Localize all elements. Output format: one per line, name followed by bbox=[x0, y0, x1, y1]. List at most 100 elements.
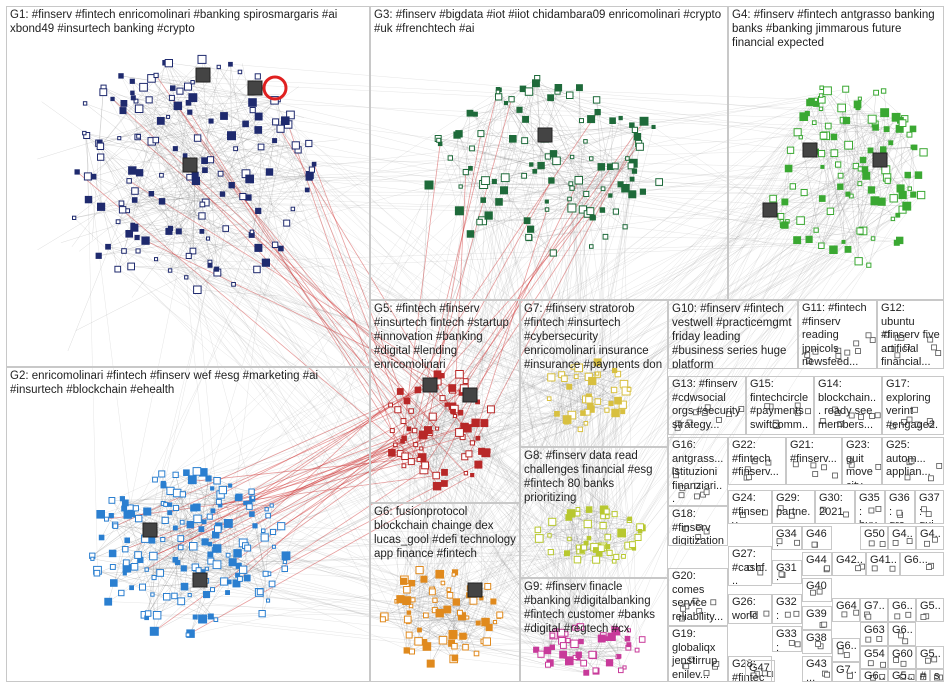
group-label: G35: buy... bbox=[859, 492, 882, 524]
group-panel-g22: G22: #fintech #finserv... bbox=[728, 437, 786, 485]
group-label: G63... bbox=[864, 624, 885, 646]
group-panel-g5z: G5... bbox=[888, 668, 916, 682]
group-panel-g21: G21: #finserv... bbox=[786, 437, 842, 485]
group-panel-g8: G8: #finserv data read challenges financ… bbox=[520, 447, 668, 578]
group-panel-g50: G50... bbox=[860, 526, 888, 550]
group-label: G4... bbox=[892, 528, 913, 550]
group-label: G12: ubuntu #finserv five artificial fin… bbox=[881, 302, 941, 369]
group-panel-g41: G41... bbox=[866, 552, 900, 576]
group-label: G5... bbox=[920, 600, 941, 622]
group-panel-g5y: G5... bbox=[916, 646, 944, 670]
group-label: G41... bbox=[870, 554, 897, 576]
group-label: #f... bbox=[920, 670, 927, 682]
group-label: G4... bbox=[920, 528, 941, 550]
group-panel-g31: G31: #fin... bbox=[772, 560, 802, 584]
group-label: G15: fintechcircle #payments swiftcomm..… bbox=[750, 378, 811, 435]
group-label: G5... bbox=[892, 670, 913, 682]
group-panel-g44: G44... bbox=[802, 552, 832, 576]
group-panel-g4x: G4... bbox=[888, 526, 916, 550]
group-panel-g43: G43... bbox=[802, 656, 832, 682]
group-label: G7: #finserv stratorob #fintech #insurte… bbox=[524, 302, 665, 372]
group-label: G5: #fintech #finserv #insurtech fintech… bbox=[374, 302, 517, 372]
group-label: G6... bbox=[864, 670, 885, 682]
group-label: G27: #cashf... #cash... bbox=[732, 548, 769, 586]
group-label: G25: autom... applian... bbox=[886, 439, 941, 480]
group-panel-g60: G60... bbox=[888, 646, 916, 670]
group-panel-g6z: G6... bbox=[888, 622, 916, 646]
group-panel-g5x: G5... bbox=[916, 598, 944, 622]
group-label: G36: gre... bbox=[889, 492, 912, 524]
group-label: G13: #finserv #cdwsocial orgs #security … bbox=[672, 378, 743, 432]
group-panel-g38: G38... bbox=[802, 630, 832, 654]
group-panel-g29: G29: partne... bbox=[772, 490, 815, 524]
group-label: G7... bbox=[864, 600, 885, 622]
group-panel-g7: G7: #finserv stratorob #fintech #insurte… bbox=[520, 300, 668, 447]
group-panel-g39: G39... bbox=[802, 606, 832, 630]
group-label: G30: 2021 ... bbox=[819, 492, 852, 524]
group-panel-g5w: s... bbox=[930, 668, 944, 682]
group-panel-g11: G11: #fintech #finserv reading jpnicols … bbox=[798, 300, 877, 369]
group-label: G11: #fintech #finserv reading jpnicols … bbox=[802, 302, 874, 369]
group-label: G29: partne... bbox=[776, 492, 812, 524]
group-label: G7... bbox=[836, 664, 857, 682]
group-label: G6: fusionprotocol blockchain chainge de… bbox=[374, 505, 517, 561]
group-label: G1: #finserv #fintech enricomolinari #ba… bbox=[10, 8, 367, 36]
group-panel-g24: G24: #finserv miss... bbox=[728, 490, 772, 524]
group-label: G17: exploring verint #engage2... bbox=[886, 378, 941, 435]
group-label: G14: blockchain... ready see members... bbox=[818, 378, 879, 432]
group-label: G6... bbox=[836, 640, 857, 662]
group-panel-g6w: G6... bbox=[832, 638, 860, 662]
group-label: s... bbox=[934, 670, 941, 682]
group-label: G47... bbox=[749, 662, 772, 682]
group-label: G6... bbox=[904, 554, 941, 568]
group-panel-g30: G30: 2021 ... bbox=[815, 490, 855, 524]
group-panel-g3: G3: #finserv #bigdata #iot #iiot chidamb… bbox=[370, 6, 728, 300]
group-label: G31: #fin... bbox=[776, 562, 799, 584]
group-panel-g9: G9: #finserv finacle #banking #digitalba… bbox=[520, 578, 668, 682]
group-panel-g18: G18: #finserv digitization everythin... bbox=[668, 506, 728, 546]
group-label: G18: #finserv digitization everythin... bbox=[672, 508, 725, 546]
group-panel-g14: G14: blockchain... ready see members... bbox=[814, 376, 882, 435]
group-label: G23: quit move city bankers... bbox=[846, 439, 879, 485]
group-label: G3: #finserv #bigdata #iot #iiot chidamb… bbox=[374, 8, 725, 36]
group-panel-g64: G64... bbox=[832, 598, 860, 622]
group-label: G46... bbox=[806, 528, 829, 550]
group-panel-g34: G34: #fin... bbox=[772, 526, 802, 550]
group-label: G32: esg... bbox=[776, 596, 799, 624]
group-label: G60... bbox=[892, 648, 913, 670]
group-label: G2: enricomolinari #fintech #finserv wef… bbox=[10, 369, 367, 397]
group-panel-g12: G12: ubuntu #finserv five artificial fin… bbox=[877, 300, 944, 369]
group-panel-g27: G27: #cashf... #cash... bbox=[728, 546, 772, 586]
group-panel-g63: G63... bbox=[860, 622, 888, 646]
group-label: G22: #fintech #finserv... bbox=[732, 439, 783, 480]
group-panel-g19: G19: globaliqx jenstirrup enilev... bbox=[668, 626, 728, 682]
group-label: G24: #finserv miss... bbox=[732, 492, 769, 524]
group-label: G9: #finserv finacle #banking #digitalba… bbox=[524, 580, 665, 636]
group-panel-g16: G16: antgrass... istituzioni finanziari.… bbox=[668, 437, 728, 506]
group-panel-g10: G10: #finserv #fintech vestwell #practic… bbox=[668, 300, 798, 369]
group-panel-g6: G6: fusionprotocol blockchain chainge de… bbox=[370, 503, 520, 682]
group-panel-g42: G42... bbox=[832, 552, 866, 576]
group-panel-g5: G5: #fintech #finserv #insurtech fintech… bbox=[370, 300, 520, 503]
group-label: G6... bbox=[892, 600, 913, 622]
group-panel-g23: G23: quit move city bankers... bbox=[842, 437, 882, 485]
group-label: G4: #finserv #fintech antgrasso banking … bbox=[732, 8, 941, 50]
group-panel-g37: G37: gui... bbox=[915, 490, 944, 524]
group-label: G8: #finserv data read challenges financ… bbox=[524, 449, 665, 505]
group-panel-g6x: G6... bbox=[900, 552, 944, 576]
group-panel-g2: G2: enricomolinari #fintech #finserv wef… bbox=[6, 367, 370, 682]
group-panel-g1: G1: #finserv #fintech enricomolinari #ba… bbox=[6, 6, 370, 367]
group-label: G20: comes service reliability... bbox=[672, 570, 725, 624]
group-panel-g20: G20: comes service reliability... bbox=[668, 568, 728, 626]
group-panel-g35: G35: buy... bbox=[855, 490, 885, 524]
group-label: G42... bbox=[836, 554, 863, 576]
group-label: G50... bbox=[864, 528, 885, 550]
group-label: G40... bbox=[806, 580, 829, 602]
group-label: G37: gui... bbox=[919, 492, 941, 524]
group-label: G6... bbox=[892, 624, 913, 646]
group-panel-g33: G33: #fin... bbox=[772, 626, 802, 652]
group-panel-g36: G36: gre... bbox=[885, 490, 915, 524]
group-label: G44... bbox=[806, 554, 829, 576]
group-label: G43... bbox=[806, 658, 829, 682]
group-label: G38... bbox=[806, 632, 829, 654]
